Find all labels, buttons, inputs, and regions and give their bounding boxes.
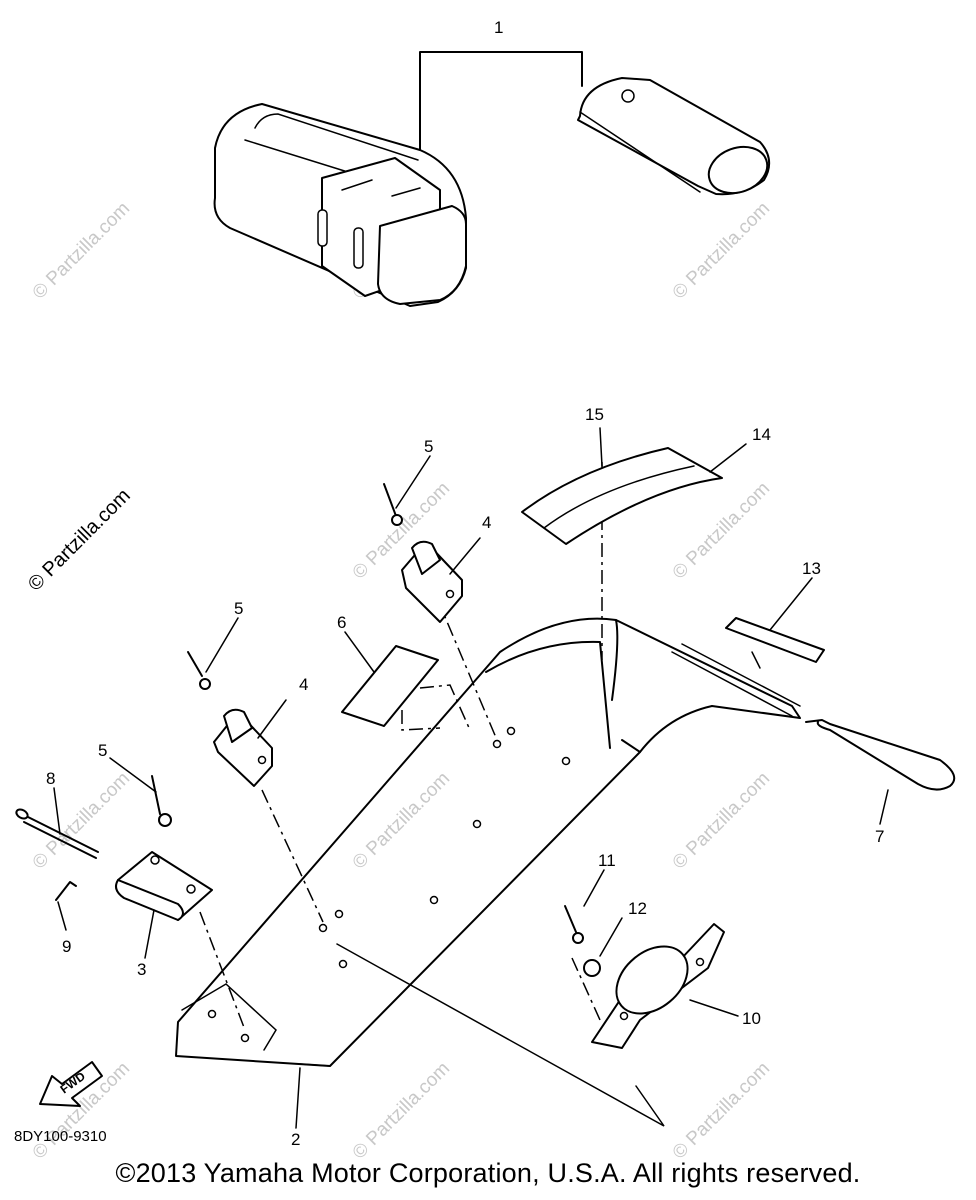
callout-numbers: 1 2 3 4 4 5 5 5 6 7 8 9 10 11 12 13 14 1… xyxy=(46,18,884,1149)
callout-14: 14 xyxy=(752,425,771,444)
watermark: © Partzilla.com xyxy=(29,768,134,873)
watermark: © Partzilla.com xyxy=(349,768,454,873)
callout-11: 11 xyxy=(598,851,616,870)
callout-15: 15 xyxy=(585,405,604,424)
strip-part-13 xyxy=(725,617,825,663)
callout-3: 3 xyxy=(137,960,146,979)
watermark: © Partzilla.com xyxy=(669,198,774,303)
watermark: © Partzilla.com xyxy=(669,768,774,873)
callout-4: 4 xyxy=(482,513,491,532)
bracket-part-10 xyxy=(591,923,725,1049)
callout-6: 6 xyxy=(337,613,346,632)
callout-12: 12 xyxy=(628,899,647,918)
watermark: © Partzilla.com xyxy=(669,478,774,583)
fender-panel-part-2 xyxy=(175,462,801,1127)
callout-5: 5 xyxy=(98,741,107,760)
callout-13: 13 xyxy=(802,559,821,578)
label-plate-part-6 xyxy=(341,645,439,727)
callout-10: 10 xyxy=(742,1009,761,1028)
callout-4: 4 xyxy=(299,675,308,694)
callout-2: 2 xyxy=(291,1130,300,1149)
screws-part-5 xyxy=(151,483,403,827)
pin-part-8 xyxy=(15,808,99,859)
callout-5: 5 xyxy=(234,599,243,618)
watermark-large: © Partzilla.com xyxy=(24,485,135,596)
watermark: © Partzilla.com xyxy=(349,1058,454,1163)
fwd-arrow: FWD xyxy=(39,1061,103,1107)
tool-kit-part-1 xyxy=(213,51,771,307)
hook-part-7 xyxy=(805,719,956,791)
leader-lines xyxy=(53,427,889,1129)
callout-9: 9 xyxy=(62,937,71,956)
nut-part-12 xyxy=(583,959,601,977)
copyright-notice: ©2013 Yamaha Motor Corporation, U.S.A. A… xyxy=(115,1158,861,1188)
callout-7: 7 xyxy=(875,827,884,846)
callout-5: 5 xyxy=(424,437,433,456)
hinge-bracket-part-3 xyxy=(115,851,213,921)
diagram-code: 8DY100-9310 xyxy=(14,1128,107,1145)
screw-part-11 xyxy=(564,905,584,944)
watermark: © Partzilla.com xyxy=(29,198,134,303)
watermark: © Partzilla.com xyxy=(669,1058,774,1163)
pad-part-14-15 xyxy=(521,447,723,545)
clip-part-4-upper xyxy=(401,540,463,623)
callout-8: 8 xyxy=(46,769,55,788)
callout-1: 1 xyxy=(494,18,503,37)
cotter-pin-part-9 xyxy=(55,881,77,901)
clip-part-4-lower xyxy=(213,708,273,787)
